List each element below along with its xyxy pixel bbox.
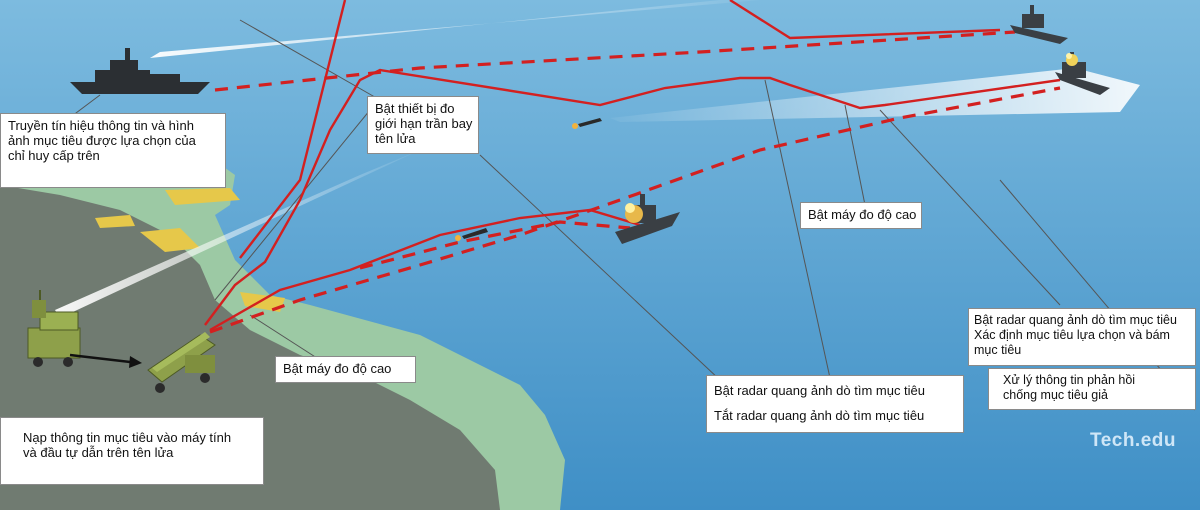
feedback-line: chống mục tiêu giả: [1003, 388, 1108, 402]
ceiling-device-line: giới hạn trần bay: [375, 116, 473, 131]
signal-transmit-line: ảnh mục tiêu được lựa chọn của: [8, 133, 196, 148]
missile-icon: [455, 228, 488, 241]
missile-icon: [572, 118, 602, 129]
altimeter-left-text: Bật máy đo độ cao: [283, 361, 392, 376]
radar-truck-icon: [27, 290, 81, 367]
warship-icon: [70, 48, 210, 94]
arrow-icon: [69, 353, 142, 368]
signal-transmit-line: chỉ huy cấp trên: [8, 148, 100, 163]
load-target-box: Nạp thông tin mục tiêu vào máy tính và đ…: [0, 417, 264, 485]
launcher-truck-icon: [147, 332, 216, 393]
radar-identify-box: Bật radar quang ảnh dò tìm mục tiêu Xác …: [968, 308, 1196, 366]
radar-identify-line: mục tiêu: [974, 343, 1022, 357]
ceiling-device-line: tên lửa: [375, 131, 416, 146]
warship-icon: [1010, 5, 1068, 44]
altimeter-left-box: Bật máy đo độ cao: [275, 356, 416, 383]
radar-on-text: Bật radar quang ảnh dò tìm mục tiêu: [714, 383, 926, 398]
ceiling-device-box: Bật thiết bị đo giới hạn trần bay tên lử…: [367, 96, 479, 154]
load-target-line: Nạp thông tin mục tiêu vào máy tính: [23, 430, 232, 445]
radar-on-off-box: Bật radar quang ảnh dò tìm mục tiêu Tắt …: [706, 375, 964, 433]
beam-radar-truck: [55, 150, 420, 318]
sand-patch: [165, 188, 240, 205]
radar-identify-line: Bật radar quang ảnh dò tìm mục tiêu: [974, 313, 1177, 327]
load-target-line: và đầu tự dẫn trên tên lửa: [23, 445, 174, 460]
feedback-line: Xử lý thông tin phản hồi: [1003, 373, 1136, 387]
sand-patch: [95, 215, 135, 228]
sand-patch: [140, 228, 200, 252]
explosion-icon: [1066, 53, 1078, 66]
explosion-icon: [625, 203, 643, 223]
radar-off-text: Tắt radar quang ảnh dò tìm mục tiêu: [714, 408, 925, 423]
beam-right-ship: [610, 68, 1140, 122]
altimeter-right-box: Bật máy đo độ cao: [800, 202, 922, 229]
radar-identify-line: Xác định mục tiêu lựa chọn và bám: [974, 328, 1170, 342]
ceiling-device-line: Bật thiết bị đo: [375, 101, 455, 116]
signal-transmit-box: Truyền tín hiệu thông tin và hình ảnh mụ…: [0, 113, 226, 188]
feedback-box: Xử lý thông tin phản hồi chống mục tiêu …: [988, 368, 1196, 410]
signal-transmit-line: Truyền tín hiệu thông tin và hình: [8, 118, 194, 133]
flight-path-dashed: [209, 30, 1061, 334]
watermark-text: Tech.edu: [1090, 430, 1176, 451]
altimeter-right-text: Bật máy đo độ cao: [808, 207, 917, 222]
